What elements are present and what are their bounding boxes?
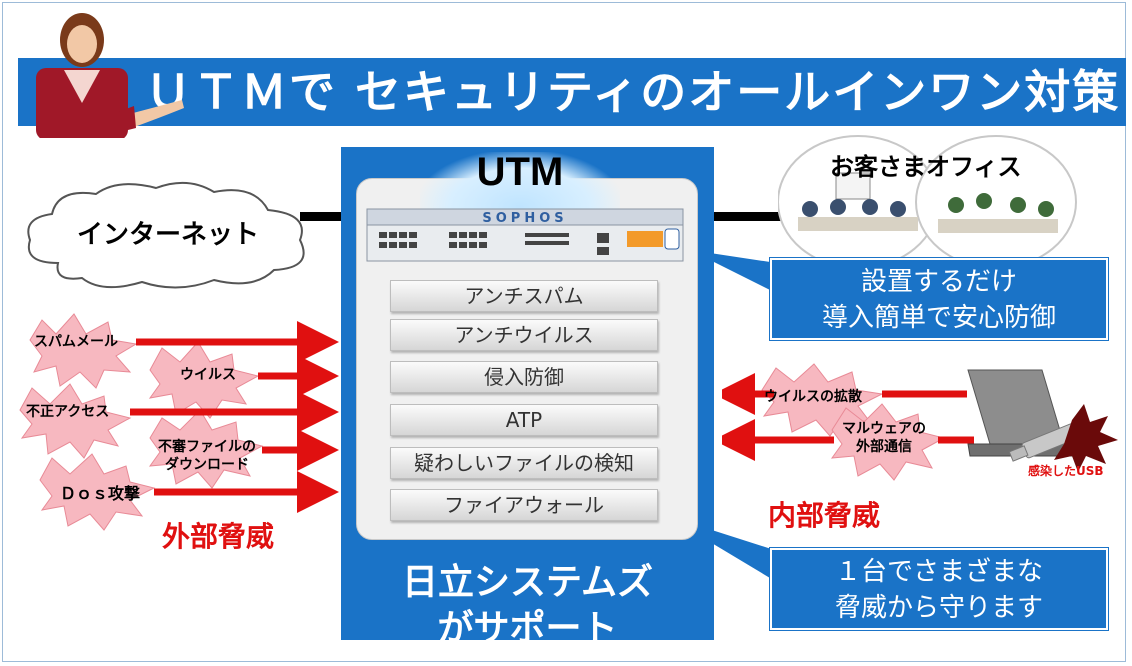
support-line-1: 日立システムズ: [402, 562, 653, 603]
feature-antispam: アンチスパム: [390, 280, 658, 312]
slide-title: ＵＴＭで セキュリティのオールインワン対策: [145, 65, 1121, 119]
feature-antivirus: アンチウイルス: [390, 319, 658, 351]
threat-malware-comm-line-1: マルウェアの: [842, 421, 926, 437]
support-text: 日立システムズ がサポート: [341, 560, 714, 652]
feature-firewall: ファイアウォール: [390, 489, 658, 521]
threat-spam-mail: スパムメール: [34, 334, 118, 350]
threat-suspicious-file-line-1: 不審ファイルの: [158, 439, 256, 455]
threat-suspicious-file-line-2: ダウンロード: [165, 457, 249, 473]
internet-cloud: [27, 181, 305, 289]
threat-malware-comm: マルウェアの 外部通信: [842, 420, 926, 456]
install-callout-line-2: 導入簡単で安心防御: [821, 303, 1056, 333]
threat-virus-spread: ウイルスの拡散: [764, 389, 862, 405]
feature-ips: 侵入防御: [390, 361, 658, 393]
protect-callout-line-2: 脅威から守ります: [834, 593, 1043, 623]
install-callout: 設置するだけ 導入簡単で安心防御: [770, 258, 1108, 340]
threat-dos-attack: Ｄｏｓ攻撃: [60, 484, 141, 503]
internal-threats-graphic: [722, 363, 1118, 481]
internal-threats-heading: 内部脅威: [768, 499, 881, 532]
external-threats-graphic: [19, 313, 339, 531]
protect-callout-line-1: １台でさまざまな: [834, 557, 1043, 587]
feature-atp: ATP: [390, 404, 658, 436]
office-label: お客さまオフィス: [830, 153, 1022, 181]
infected-usb-label: 感染したUSB: [1028, 464, 1104, 478]
protect-callout: １台でさまざまな 脅威から守ります: [770, 548, 1108, 630]
support-line-2: がサポート: [437, 608, 618, 649]
install-callout-line-1: 設置するだけ: [860, 267, 1017, 297]
threat-virus: ウイルス: [180, 367, 236, 383]
threat-malware-comm-line-2: 外部通信: [856, 439, 912, 455]
external-threats-heading: 外部脅威: [162, 520, 275, 553]
office-photos: [778, 135, 1077, 269]
utm-label: UTM: [476, 150, 564, 194]
brand-logo: SOPHOS: [482, 211, 567, 226]
feature-suspicious-file-detection: 疑わしいファイルの検知: [390, 447, 658, 479]
threat-unauthorized-access: 不正アクセス: [26, 404, 110, 420]
presenter-figure: [36, 13, 184, 138]
internet-label: インターネット: [76, 220, 259, 250]
title-banner: [18, 58, 1126, 126]
threat-suspicious-file: 不審ファイルの ダウンロード: [158, 438, 256, 474]
utm-appliance: SOPHOS: [366, 208, 684, 262]
